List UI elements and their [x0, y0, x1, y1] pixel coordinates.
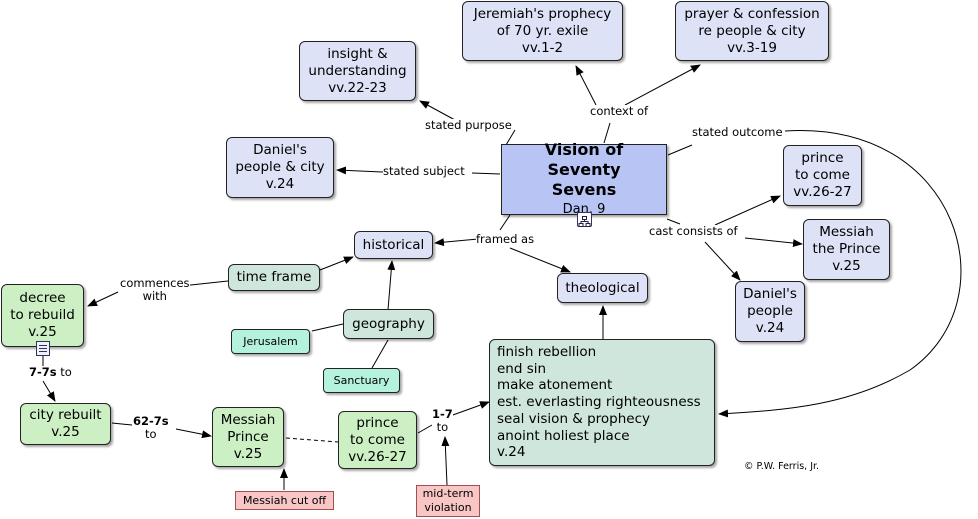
- node-prince-to-come-timeline[interactable]: prince to come vv.26-27: [338, 411, 417, 469]
- node-decree-to-rebuild[interactable]: decree to rebuild v.25: [1, 284, 84, 347]
- node-line: the Prince: [812, 241, 881, 257]
- node-daniels-people-city[interactable]: Daniel's people & city v.24: [226, 137, 334, 198]
- vision-reference: Dan. 9: [562, 201, 606, 217]
- node-line: of 70 yr. exile: [496, 22, 589, 39]
- node-line: to come: [350, 431, 405, 448]
- node-line: to rebuild: [10, 307, 75, 323]
- outcome-item: seal vision & prophecy: [497, 410, 651, 427]
- node-line: Daniel's: [253, 142, 307, 158]
- node-line: re people & city: [698, 22, 806, 39]
- link-label-stated-subject: stated subject: [383, 164, 465, 178]
- link-label-cast-consists-of: cast consists of: [649, 224, 738, 238]
- node-label: time frame: [236, 269, 312, 285]
- concept-map-link-icon[interactable]: [577, 212, 592, 227]
- outcome-item: end sin: [497, 360, 547, 377]
- link-label-word: to: [60, 365, 72, 379]
- link-label-context-of: context of: [590, 104, 649, 118]
- copyright-notice: © P.W. Ferris, Jr.: [744, 461, 820, 472]
- node-line: understanding: [308, 62, 407, 79]
- link-label-7-7s-to: 7-7s to: [29, 366, 72, 379]
- node-label: Sanctuary: [333, 373, 390, 387]
- node-line: violation: [424, 501, 472, 514]
- node-mid-term-violation[interactable]: mid-term violation: [416, 485, 480, 517]
- link-label-number: 1-7: [432, 407, 453, 421]
- node-line: vv.26-27: [348, 448, 407, 465]
- link-label-number: 7-7s: [29, 365, 57, 379]
- node-line: vv.3-19: [727, 39, 777, 56]
- node-line: Jeremiah's prophecy: [473, 5, 612, 22]
- node-prince-to-come-cast[interactable]: prince to come vv.26-27: [783, 145, 862, 206]
- node-sanctuary[interactable]: Sanctuary: [323, 368, 400, 393]
- node-line: v.24: [755, 320, 785, 336]
- node-insight-understanding[interactable]: insight & understanding vv.22-23: [299, 41, 416, 101]
- node-line: Prince: [227, 428, 269, 445]
- node-line: Messiah: [220, 411, 276, 428]
- hierarchy-icon: [578, 216, 591, 227]
- node-line: Messiah: [819, 224, 874, 240]
- outcome-item: finish rebellion: [497, 343, 597, 360]
- link-label-stated-purpose: stated purpose: [425, 118, 512, 132]
- node-messiah-prince[interactable]: Messiah Prince v.25: [212, 407, 284, 467]
- node-line: vv.26-27: [793, 184, 852, 200]
- node-label: Jerusalem: [243, 334, 298, 348]
- node-line: to come: [795, 167, 850, 183]
- link-label-62-7s-to: 62-7s to: [133, 415, 169, 441]
- node-geography[interactable]: geography: [343, 309, 434, 339]
- node-daniels-people[interactable]: Daniel's people v.24: [735, 281, 805, 342]
- node-outcomes-list[interactable]: finish rebellion end sin make atonement …: [489, 339, 715, 466]
- node-prayer-confession[interactable]: prayer & confession re people & city vv.…: [675, 1, 829, 61]
- document-icon[interactable]: [36, 341, 50, 356]
- node-line: v.25: [51, 424, 80, 440]
- link-label-number: 62-7s: [133, 414, 169, 428]
- node-label: geography: [352, 315, 425, 332]
- outcome-item: v.24: [497, 444, 526, 461]
- node-line: v.25: [28, 324, 57, 340]
- node-line: v.25: [233, 445, 263, 462]
- link-label-line: with: [142, 289, 167, 303]
- node-line: Daniel's: [743, 286, 797, 302]
- node-line: prince: [801, 150, 844, 166]
- node-line: mid-term: [422, 487, 474, 500]
- node-line: decree: [19, 290, 66, 306]
- node-time-frame[interactable]: time frame: [228, 264, 320, 291]
- outcome-item: est. everlasting righteousness: [497, 394, 701, 411]
- link-label-word: to: [145, 427, 157, 441]
- link-label-line: commences: [120, 276, 190, 290]
- node-line: vv.22-23: [328, 79, 387, 96]
- node-line: v.25: [832, 258, 861, 274]
- node-line: people: [747, 303, 793, 319]
- vision-title: Vision of Seventy Sevens: [544, 139, 624, 199]
- link-label-commences-with: commences with: [120, 277, 190, 303]
- node-jerusalem[interactable]: Jerusalem: [231, 329, 310, 354]
- node-label: theological: [565, 279, 640, 296]
- node-line: v.24: [265, 176, 295, 192]
- node-label: Messiah cut off: [242, 493, 327, 507]
- link-label-word: to: [436, 420, 449, 434]
- link-label-1-7-to: 1-7 to: [432, 408, 453, 434]
- node-line: prayer & confession: [684, 5, 820, 22]
- vision-main-node[interactable]: Vision of Seventy Sevens Dan. 9: [501, 140, 667, 217]
- node-city-rebuilt[interactable]: city rebuilt v.25: [20, 403, 111, 445]
- node-line: insight &: [327, 45, 388, 62]
- node-historical[interactable]: historical: [354, 231, 433, 259]
- node-theological[interactable]: theological: [557, 273, 648, 303]
- link-label-stated-outcome: stated outcome: [692, 125, 783, 139]
- outcome-item: anoint holiest place: [497, 427, 630, 444]
- node-line: vv.1-2: [521, 39, 564, 56]
- node-line: people & city: [235, 159, 325, 175]
- node-messiah-the-prince[interactable]: Messiah the Prince v.25: [803, 219, 890, 280]
- outcome-item: make atonement: [497, 377, 613, 394]
- link-label-framed-as: framed as: [476, 232, 535, 246]
- node-line: prince: [356, 414, 399, 431]
- node-messiah-cut-off[interactable]: Messiah cut off: [235, 491, 334, 510]
- node-jeremiah-prophecy[interactable]: Jeremiah's prophecy of 70 yr. exile vv.1…: [462, 1, 623, 61]
- node-label: historical: [362, 236, 425, 253]
- node-line: city rebuilt: [29, 407, 102, 423]
